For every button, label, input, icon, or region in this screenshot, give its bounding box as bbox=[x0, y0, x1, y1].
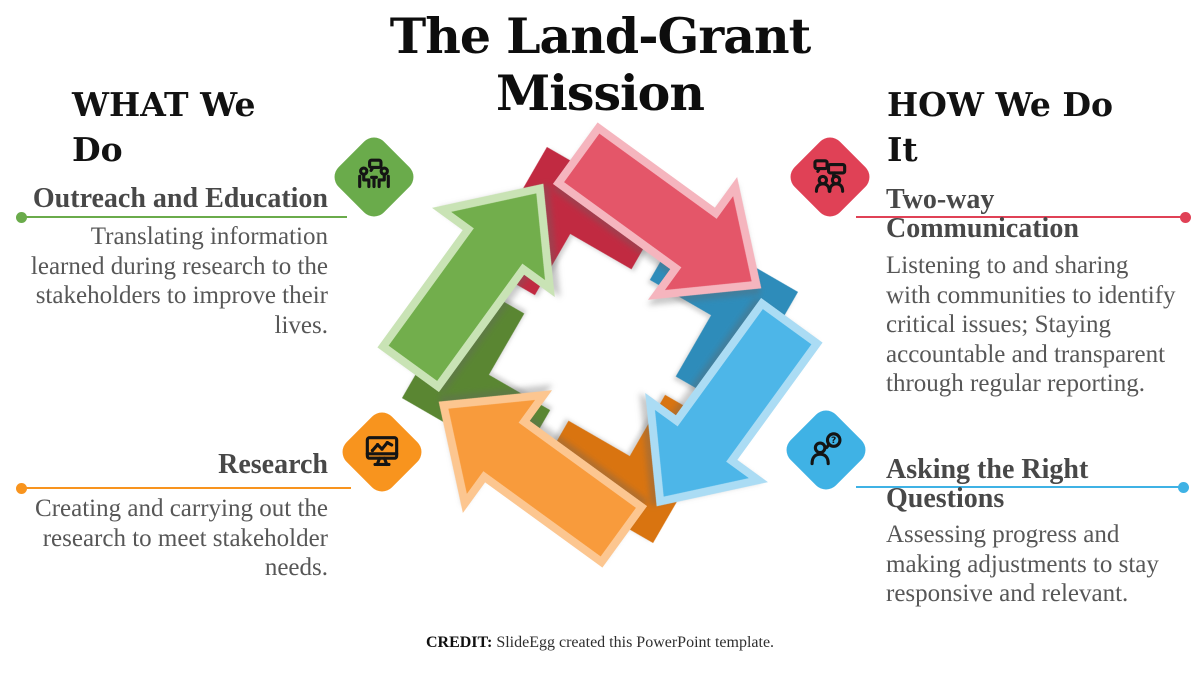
communication-diamond bbox=[784, 131, 876, 223]
questions-diamond: ? bbox=[780, 404, 872, 496]
questions-title: Asking the Right Questions bbox=[886, 454, 1089, 514]
svg-text:?: ? bbox=[831, 435, 836, 446]
research-body: Creating and carrying out the research t… bbox=[35, 495, 328, 581]
cycle-arrow-southeast bbox=[552, 122, 762, 300]
cycle-arrows bbox=[377, 122, 823, 568]
communication-title: Two-way Communication bbox=[886, 184, 1079, 244]
outreach-body: Translating information learned during r… bbox=[30, 223, 328, 339]
communication-body: Listening to and sharing with communitie… bbox=[886, 252, 1176, 397]
cycle-arrow-southwest bbox=[645, 297, 823, 507]
credit-label: CREDIT: bbox=[425, 634, 493, 651]
cycle-diagram bbox=[377, 122, 823, 568]
rule-dot bbox=[1180, 211, 1191, 223]
credit-line: CREDIT: SlideEgg created this PowerPoint… bbox=[300, 632, 900, 653]
outreach-rule bbox=[16, 211, 347, 223]
meeting-icon bbox=[352, 155, 396, 199]
rule-dot bbox=[1178, 481, 1189, 493]
communication-rule bbox=[856, 211, 1191, 223]
left-column-heading: WHAT We Do bbox=[72, 85, 256, 169]
conversation-icon bbox=[808, 155, 852, 199]
research-rule bbox=[16, 482, 351, 494]
rule-dot bbox=[16, 482, 27, 494]
questions-body: Assessing progress and making adjustment… bbox=[886, 521, 1159, 607]
question-person-icon: ? bbox=[804, 428, 848, 472]
cycle-arrow-northwest bbox=[438, 390, 648, 568]
outreach-diamond bbox=[328, 131, 420, 223]
page-title: The Land-Grant Mission bbox=[389, 7, 811, 122]
research-monitor-icon bbox=[360, 430, 404, 474]
research-title: Research bbox=[218, 449, 328, 480]
rule-dot bbox=[16, 211, 27, 223]
right-column-heading: HOW We Do It bbox=[887, 85, 1113, 169]
outreach-title: Outreach and Education bbox=[32, 183, 328, 214]
cycle-arrow-northeast bbox=[377, 183, 555, 393]
questions-rule bbox=[856, 481, 1189, 493]
credit-text: SlideEgg created this PowerPoint templat… bbox=[492, 634, 775, 651]
research-diamond bbox=[336, 406, 428, 498]
